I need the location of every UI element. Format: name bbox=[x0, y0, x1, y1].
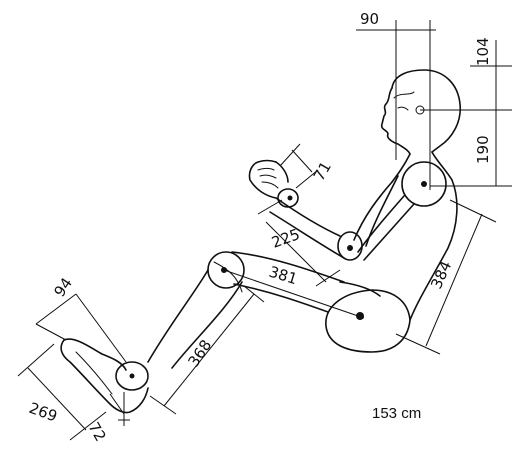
ankle-joint-circle bbox=[115, 361, 149, 391]
dimension-ankle: 72 bbox=[85, 392, 130, 445]
label-head-top: 104 bbox=[474, 37, 492, 66]
dimension-foot-height: 94 bbox=[35, 274, 127, 363]
shin-outline bbox=[115, 261, 243, 391]
shoulder-joint-point bbox=[421, 181, 427, 187]
head-outline bbox=[380, 69, 462, 155]
dimension-thigh: 381 bbox=[223, 263, 365, 319]
label-ankle: 72 bbox=[85, 419, 110, 445]
label-shin: 368 bbox=[184, 336, 215, 370]
label-head-offset: 90 bbox=[360, 10, 379, 28]
stature-label: 153 cm bbox=[372, 405, 421, 422]
dimension-torso: 384 bbox=[395, 199, 497, 355]
shoulder-joint-circle bbox=[401, 161, 447, 207]
elbow-joint-point bbox=[347, 245, 353, 251]
label-hand: 71 bbox=[310, 158, 335, 184]
foot-outline bbox=[60, 338, 149, 414]
dimension-head-offset: 90 bbox=[356, 10, 436, 190]
pelvis-outline bbox=[325, 281, 411, 353]
arm-outline bbox=[269, 188, 415, 261]
dimension-head-height: 104 190 bbox=[420, 37, 512, 187]
label-foot-length: 269 bbox=[27, 399, 60, 426]
label-thigh: 381 bbox=[267, 263, 300, 289]
dimension-shin: 368 bbox=[149, 285, 265, 415]
label-neck-to-shoulder: 190 bbox=[474, 135, 492, 164]
elbow-joint-circle bbox=[337, 231, 363, 261]
hip-joint-point bbox=[356, 312, 364, 320]
hand-outline bbox=[248, 159, 289, 199]
label-forearm: 225 bbox=[269, 225, 302, 252]
